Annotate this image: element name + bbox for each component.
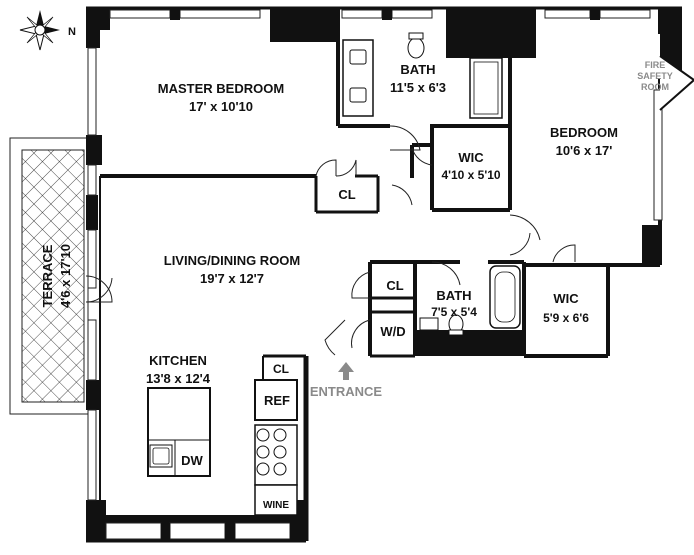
terrace-name: TERRACE: [40, 244, 55, 307]
living-dining-name: LIVING/DINING ROOM: [164, 253, 301, 268]
kitchen-fixtures: [149, 428, 287, 476]
doors: [85, 125, 576, 356]
compass-north-label: N: [68, 26, 76, 38]
wd-name: W/D: [380, 324, 405, 339]
fire-safety-line1: FIRE: [645, 60, 666, 70]
compass-rose-icon: [19, 10, 60, 51]
kitchen-name: KITCHEN: [149, 353, 207, 368]
fire-safety-room: FIRE SAFETY ROOM: [637, 55, 694, 111]
cl-master-name: CL: [338, 187, 355, 202]
ref-name: REF: [264, 393, 290, 408]
cl-hall-name: CL: [386, 278, 403, 293]
cl-kitchen-name: CL: [273, 362, 289, 376]
fire-safety-line2: SAFETY: [637, 71, 673, 81]
wine-name: WINE: [263, 500, 289, 511]
master-bedroom-dims: 17' x 10'10: [189, 99, 253, 114]
wic-master-dims: 4'10 x 5'10: [441, 168, 500, 182]
entrance-label: ENTRANCE: [310, 384, 383, 399]
living-dining-dims: 19'7 x 12'7: [200, 271, 264, 286]
kitchen-dims: 13'8 x 12'4: [146, 371, 211, 386]
bedroom-name: BEDROOM: [550, 125, 618, 140]
bath-master-name: BATH: [400, 62, 435, 77]
bath-hall-fixtures: [419, 265, 521, 336]
entrance-arrow-icon: [338, 362, 354, 380]
dw-name: DW: [181, 453, 203, 468]
terrace-dims: 4'6 x 17'10: [58, 244, 73, 308]
terrace: [9, 137, 89, 415]
wic-bedroom-name: WIC: [553, 291, 579, 306]
bath-hall-dims: 7'5 x 5'4: [431, 305, 477, 319]
bath-hall-name: BATH: [436, 288, 471, 303]
wic-bedroom-dims: 5'9 x 6'6: [543, 311, 589, 325]
fire-safety-line3: ROOM: [641, 82, 669, 92]
bedroom-dims: 10'6 x 17': [556, 143, 613, 158]
bath-master-dims: 11'5 x 6'3: [390, 80, 446, 95]
master-bedroom-name: MASTER BEDROOM: [158, 81, 284, 96]
wic-master-name: WIC: [458, 150, 484, 165]
bath-master-fixtures: [342, 32, 503, 119]
